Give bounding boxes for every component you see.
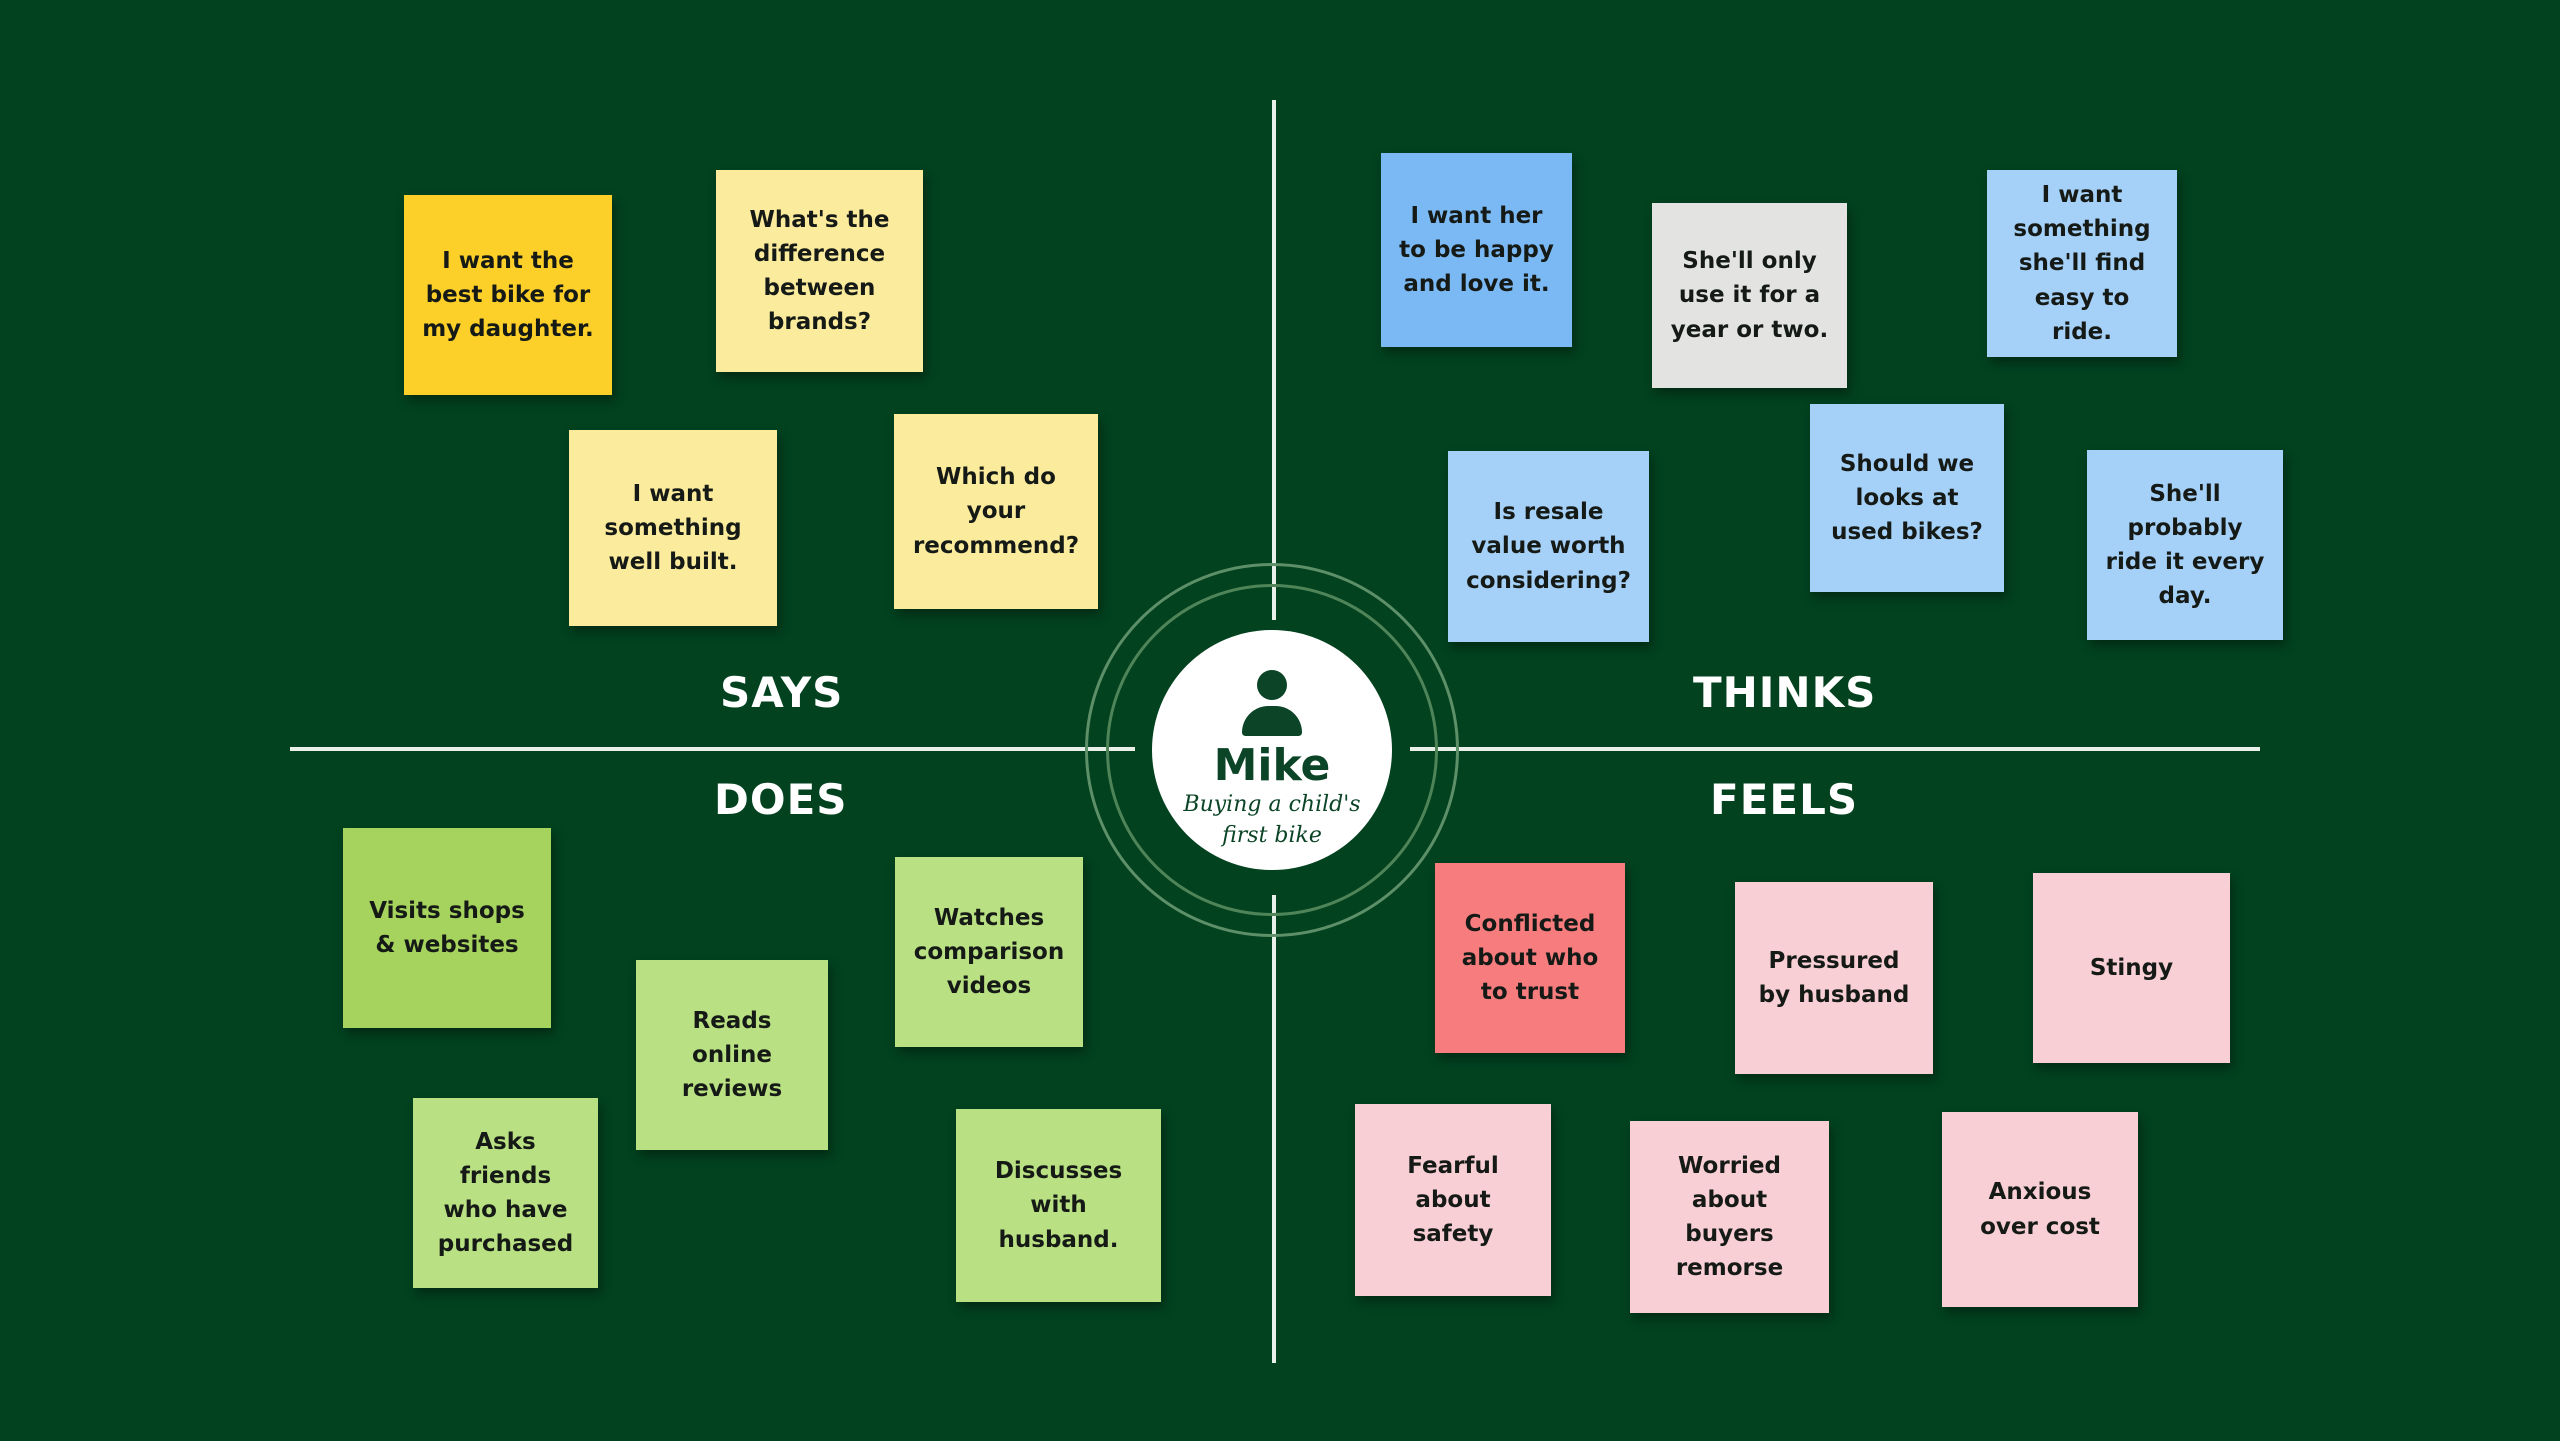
persona-outer-ring — [1085, 563, 1459, 937]
sticky-note-thinks[interactable]: She'll only use it for a year or two. — [1652, 203, 1847, 388]
sticky-note-says[interactable]: I want the best bike for my daughter. — [404, 195, 612, 395]
sticky-note-does[interactable]: Watches comparison videos — [895, 857, 1083, 1047]
horizontal-axis-left — [290, 747, 1135, 751]
sticky-note-thinks[interactable]: Should we looks at used bikes? — [1810, 404, 2004, 592]
sticky-note-does[interactable]: Discusses with husband. — [956, 1109, 1161, 1302]
sticky-note-thinks[interactable]: She'll probably ride it every day. — [2087, 450, 2283, 640]
persona-middle-ring — [1106, 584, 1438, 916]
quadrant-label-feels: FEELS — [1710, 775, 1859, 824]
sticky-note-feels[interactable]: Stingy — [2033, 873, 2230, 1063]
sticky-note-feels[interactable]: Anxious over cost — [1942, 1112, 2138, 1307]
persona-card[interactable]: Mike Buying a child's first bike — [1152, 630, 1392, 870]
sticky-note-feels[interactable]: Pressured by husband — [1735, 882, 1933, 1074]
sticky-note-says[interactable]: What's the difference between brands? — [716, 170, 923, 372]
sticky-note-says[interactable]: I want something well built. — [569, 430, 777, 626]
sticky-note-thinks[interactable]: I want her to be happy and love it. — [1381, 153, 1572, 347]
quadrant-label-does: DOES — [714, 775, 848, 824]
sticky-note-feels[interactable]: Fearful about safety — [1355, 1104, 1551, 1296]
quadrant-label-says: SAYS — [720, 668, 844, 717]
persona-name: Mike — [1213, 740, 1331, 791]
sticky-note-feels[interactable]: Conflicted about who to trust — [1435, 863, 1625, 1053]
sticky-note-does[interactable]: Visits shops & websites — [343, 828, 551, 1028]
vertical-axis-top — [1272, 100, 1276, 620]
sticky-note-thinks[interactable]: Is resale value worth considering? — [1448, 451, 1649, 642]
sticky-note-feels[interactable]: Worried about buyers remorse — [1630, 1121, 1829, 1313]
persona-description: Buying a child's first bike — [1183, 792, 1361, 849]
sticky-note-does[interactable]: Asks friends who have purchased — [413, 1098, 598, 1288]
sticky-note-thinks[interactable]: I want something she'll find easy to rid… — [1987, 170, 2177, 357]
user-icon — [1242, 670, 1302, 736]
vertical-axis-bottom — [1272, 895, 1276, 1363]
quadrant-label-thinks: THINKS — [1693, 668, 1877, 717]
sticky-note-does[interactable]: Reads online reviews — [636, 960, 828, 1150]
sticky-note-says[interactable]: Which do your recommend? — [894, 414, 1098, 609]
horizontal-axis-right — [1410, 747, 2260, 751]
